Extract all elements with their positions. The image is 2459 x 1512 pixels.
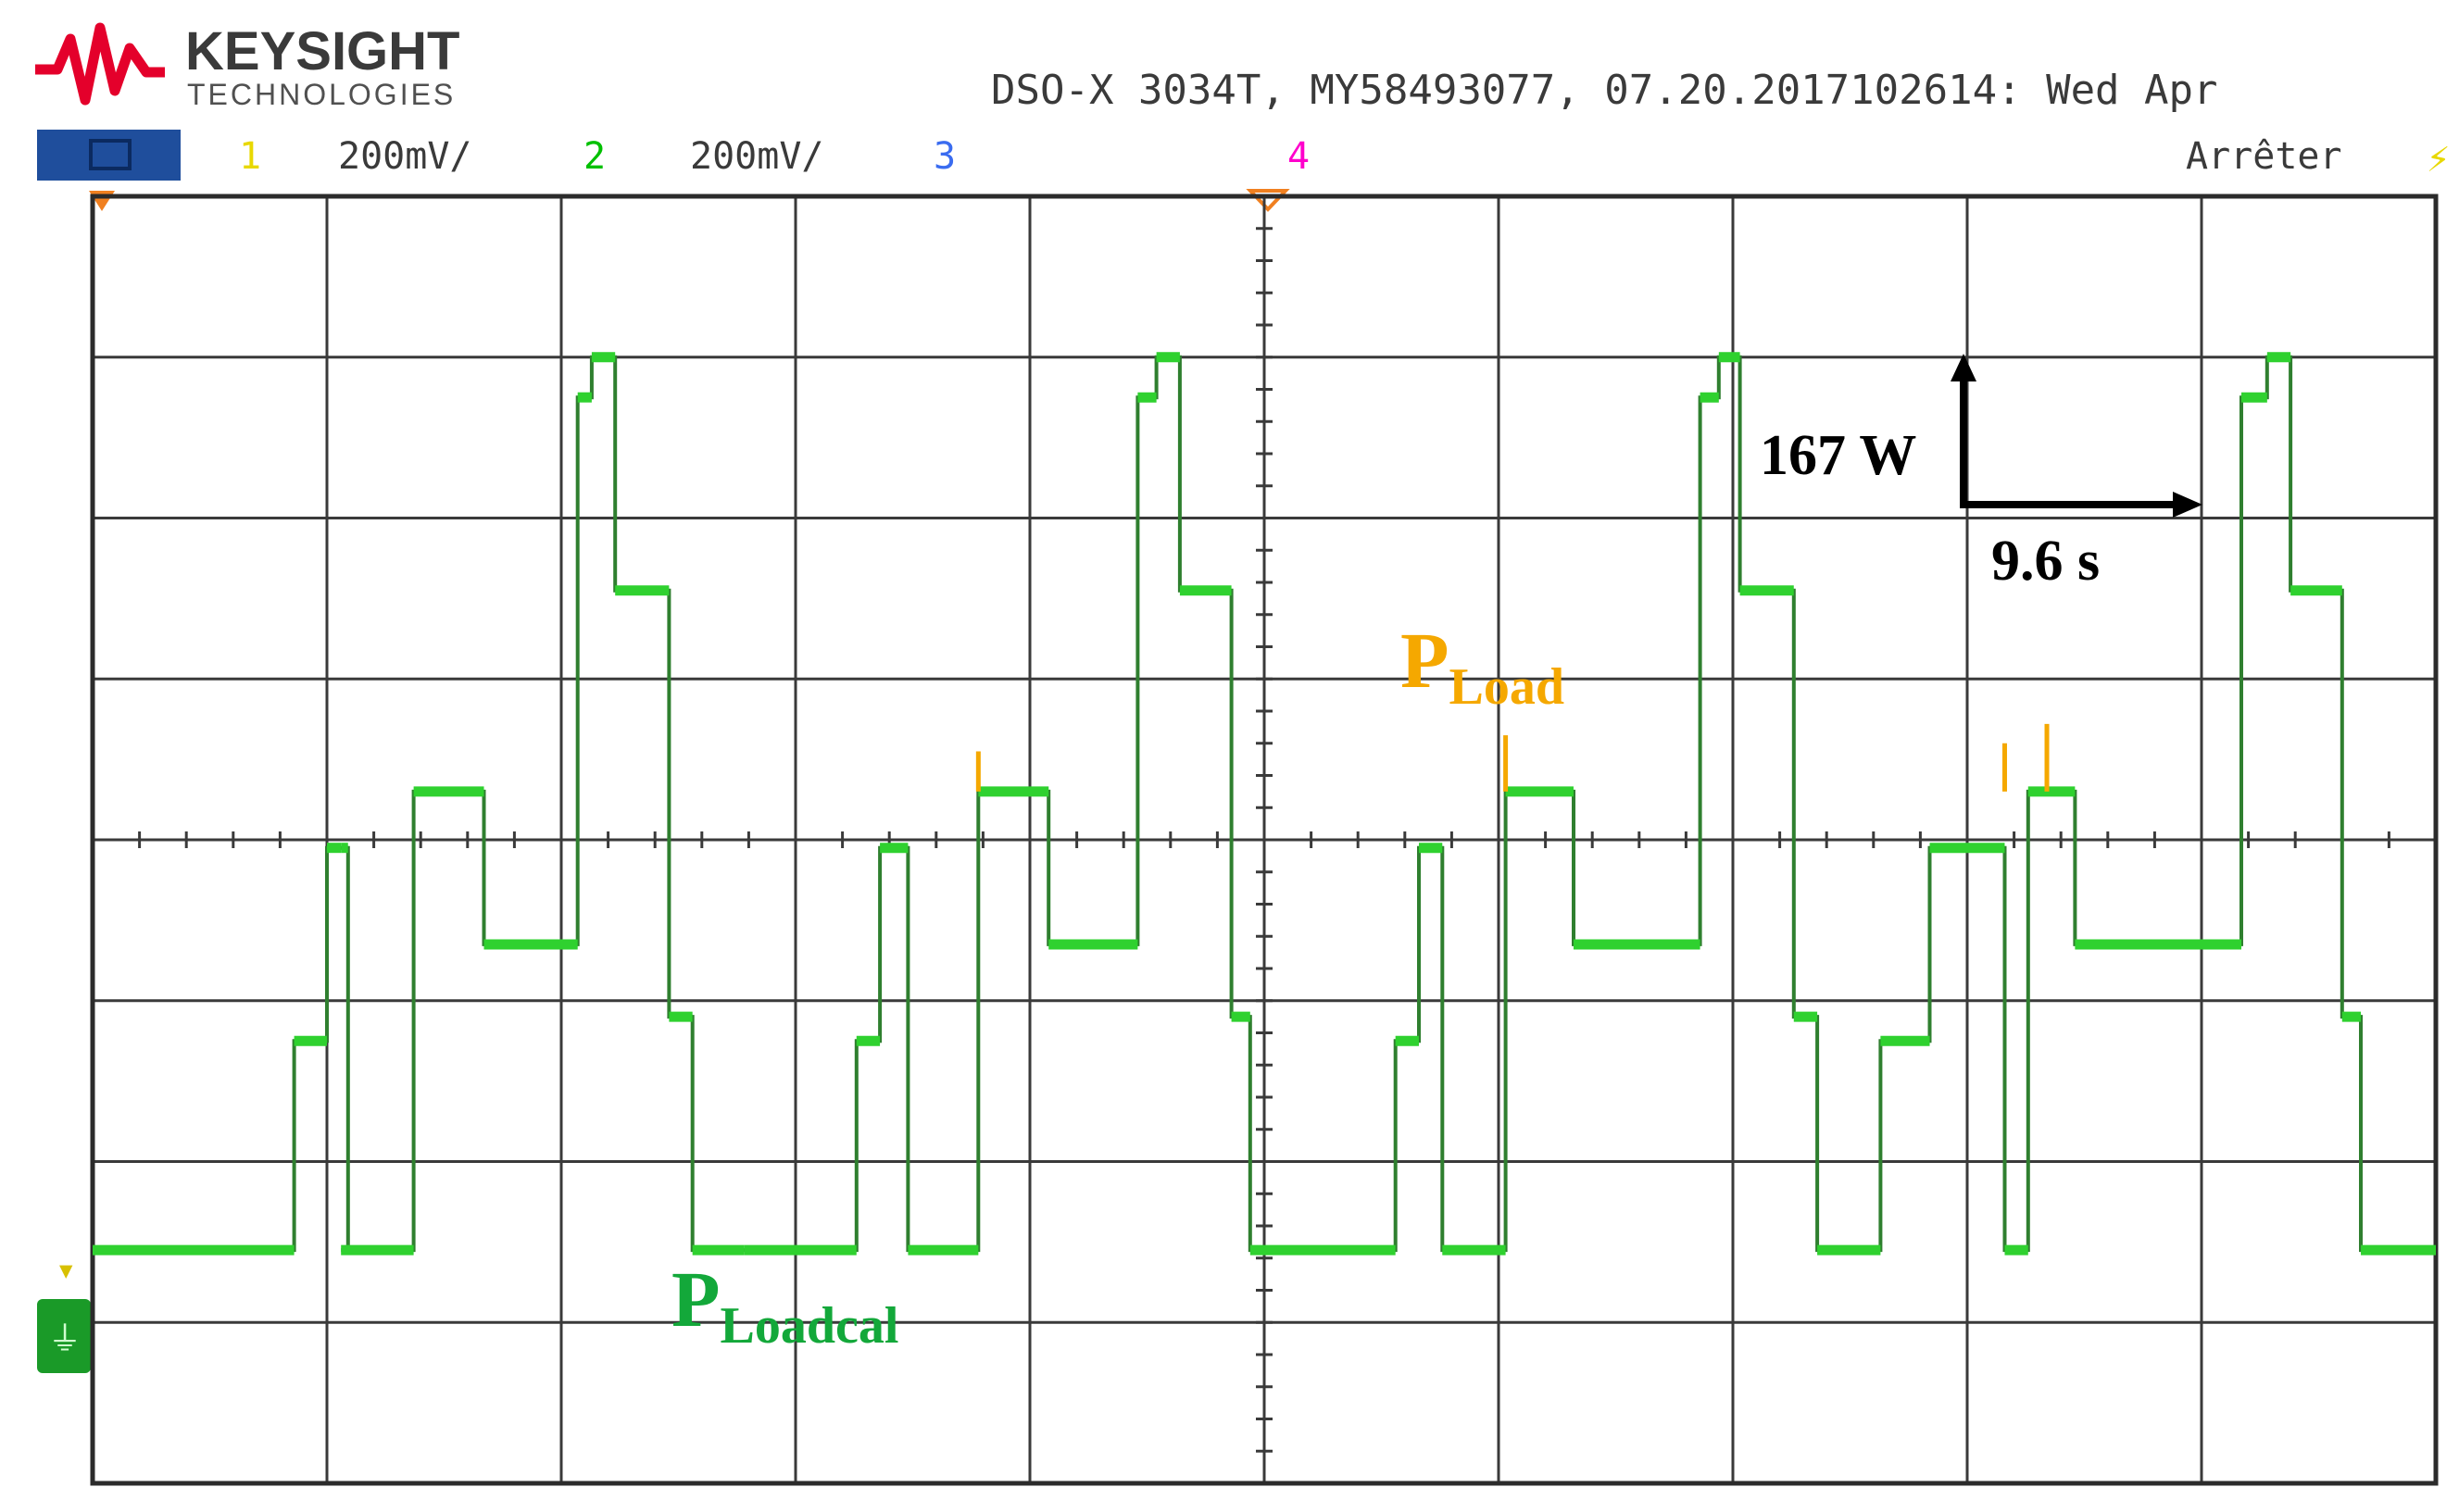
keysight-logo: KEYSIGHT TECHNOLOGIES	[35, 21, 460, 111]
run-status[interactable]: Arrêter	[2186, 135, 2342, 178]
model-info: DSO-X 3034T, MY58493077, 07.20.201710261…	[991, 67, 2218, 114]
ch2-scale: 200mV/	[690, 135, 824, 178]
plot-frame	[90, 194, 2439, 1486]
pload-label-sub: Load	[1449, 658, 1565, 716]
scale-annotation: 167 W 9.6 s	[1760, 354, 2202, 593]
ch4-label[interactable]: 4	[1287, 135, 1310, 178]
ploadcal-label-sub: Loadcal	[721, 1297, 899, 1355]
ch1-scale: 200mV/	[338, 135, 472, 178]
menu-icon	[89, 139, 132, 170]
ch2-ground-marker-icon: ⏚	[37, 1299, 91, 1373]
pload-label-main: P	[1400, 616, 1449, 705]
graticule	[93, 196, 2438, 1483]
vertical-scale-label: 167 W	[1760, 424, 1916, 487]
horizontal-scale-label: 9.6 s	[1991, 530, 2100, 593]
menu-button[interactable]	[37, 130, 181, 181]
ch3-label[interactable]: 3	[934, 135, 956, 178]
trigger-position-marker-icon	[1246, 189, 1290, 212]
horizontal-arrow-head-icon	[2173, 492, 2202, 518]
waveform-logo-icon	[35, 22, 165, 106]
pload-label: PLoad	[1400, 616, 1564, 716]
brand-name: KEYSIGHT	[185, 21, 460, 81]
ploadcal-label: PLoadcal	[671, 1255, 898, 1355]
ploadcal-label-main: P	[671, 1255, 721, 1343]
channel-bar: 1 200mV/ 2 200mV/ 3 4 Arrêter ⚡	[37, 130, 2450, 181]
svg-text:⏚: ⏚	[48, 1320, 82, 1358]
ch2-label[interactable]: 2	[583, 135, 606, 178]
ch1-ground-marker-icon: ▼	[59, 1257, 73, 1283]
trace-layer	[93, 352, 2436, 1256]
ch1-label[interactable]: 1	[239, 135, 261, 178]
trigger-indicator-icon: ⚡	[2427, 135, 2450, 181]
vertical-arrow-head-icon	[1951, 354, 1976, 381]
brand-subtitle: TECHNOLOGIES	[187, 78, 456, 111]
